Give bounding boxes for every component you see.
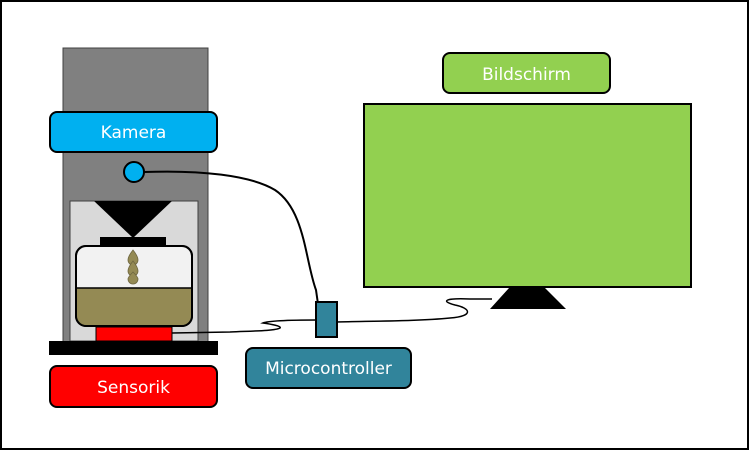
funnel-shape	[94, 201, 172, 238]
microcontroller-device	[315, 301, 338, 338]
droplets	[127, 249, 139, 285]
monitor-screen	[363, 103, 692, 288]
camera-lens	[123, 161, 145, 183]
screen-label: Bildschirm	[442, 52, 611, 94]
microcontroller-label-text: Microcontroller	[265, 359, 392, 379]
sensor-label: Sensorik	[49, 365, 218, 408]
camera-label-text: Kamera	[101, 123, 167, 143]
droplet-3	[127, 271, 139, 285]
camera-label: Kamera	[49, 111, 218, 153]
cable-sensor-to-microcontroller	[171, 319, 318, 334]
sensor-plate	[95, 326, 173, 342]
microcontroller-label: Microcontroller	[245, 347, 412, 389]
container-lid	[100, 237, 166, 247]
screen-label-text: Bildschirm	[482, 65, 571, 85]
container-liquid	[77, 288, 191, 325]
sensor-label-text: Sensorik	[97, 378, 170, 398]
container-outline	[75, 245, 193, 327]
monitor-stand	[490, 288, 566, 309]
cable-microcontroller-to-screen	[335, 298, 492, 323]
device-base	[49, 341, 218, 355]
cable-camera-to-microcontroller	[143, 170, 319, 305]
